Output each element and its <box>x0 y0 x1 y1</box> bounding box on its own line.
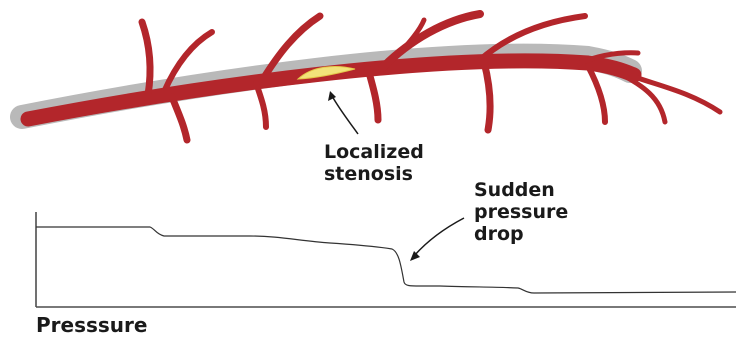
branch-down-7 <box>632 76 720 112</box>
branch-down-1 <box>172 97 187 140</box>
stenosis-annotation: Localized stenosis <box>324 141 424 185</box>
stenosis-pointer-arrow <box>328 91 358 134</box>
pressure-trace <box>36 227 736 293</box>
stenosis-annotation-line: stenosis <box>324 163 424 185</box>
branch-down-4 <box>484 62 490 130</box>
pressure-drop-annotation-line: pressure <box>474 201 568 223</box>
branch-down-3 <box>368 69 378 120</box>
pressure-drop-annotation-line: drop <box>474 223 568 245</box>
pressure-drop-pointer-arrow <box>410 218 464 261</box>
stenosis-annotation-line: Localized <box>324 141 424 163</box>
pressure-drop-annotation: Sudden pressure drop <box>474 179 568 245</box>
branch-down-2 <box>256 83 266 127</box>
branch-down-5 <box>588 66 605 122</box>
pressure-axis-label: Presssure <box>36 313 147 337</box>
pressure-drop-annotation-line: Sudden <box>474 179 568 201</box>
